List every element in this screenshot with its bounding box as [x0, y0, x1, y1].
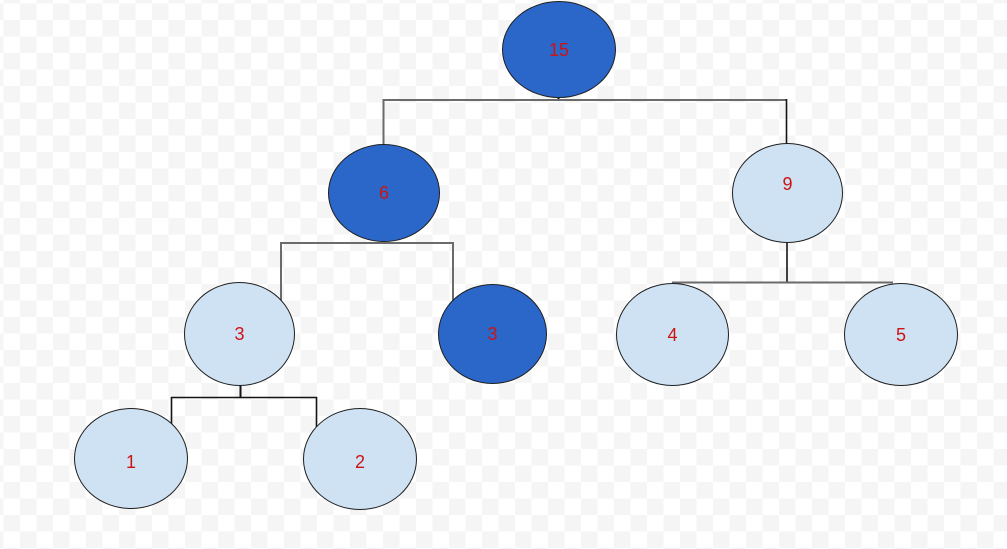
- node-label: 4: [667, 324, 678, 345]
- node-label: 5: [895, 324, 906, 345]
- node-label: 2: [354, 452, 365, 472]
- tree-node-6: 6: [328, 144, 440, 242]
- tree-node-1: 1: [74, 408, 188, 509]
- node-label: 3: [234, 324, 245, 344]
- tree-node-4: 4: [616, 283, 729, 386]
- tree-node-9: 9: [732, 143, 843, 243]
- tree-node-2: 2: [303, 408, 417, 510]
- node-label: 9: [782, 174, 793, 194]
- node-label: 6: [378, 183, 389, 203]
- tree-node-3-left: 3: [184, 282, 295, 386]
- node-label: 3: [487, 324, 498, 344]
- node-label: 1: [125, 451, 136, 472]
- tree-node-15: 15: [502, 1, 616, 98]
- tree-node-5: 5: [844, 283, 958, 386]
- tree-node-3-right: 3: [438, 284, 547, 384]
- node-label: 15: [548, 39, 570, 60]
